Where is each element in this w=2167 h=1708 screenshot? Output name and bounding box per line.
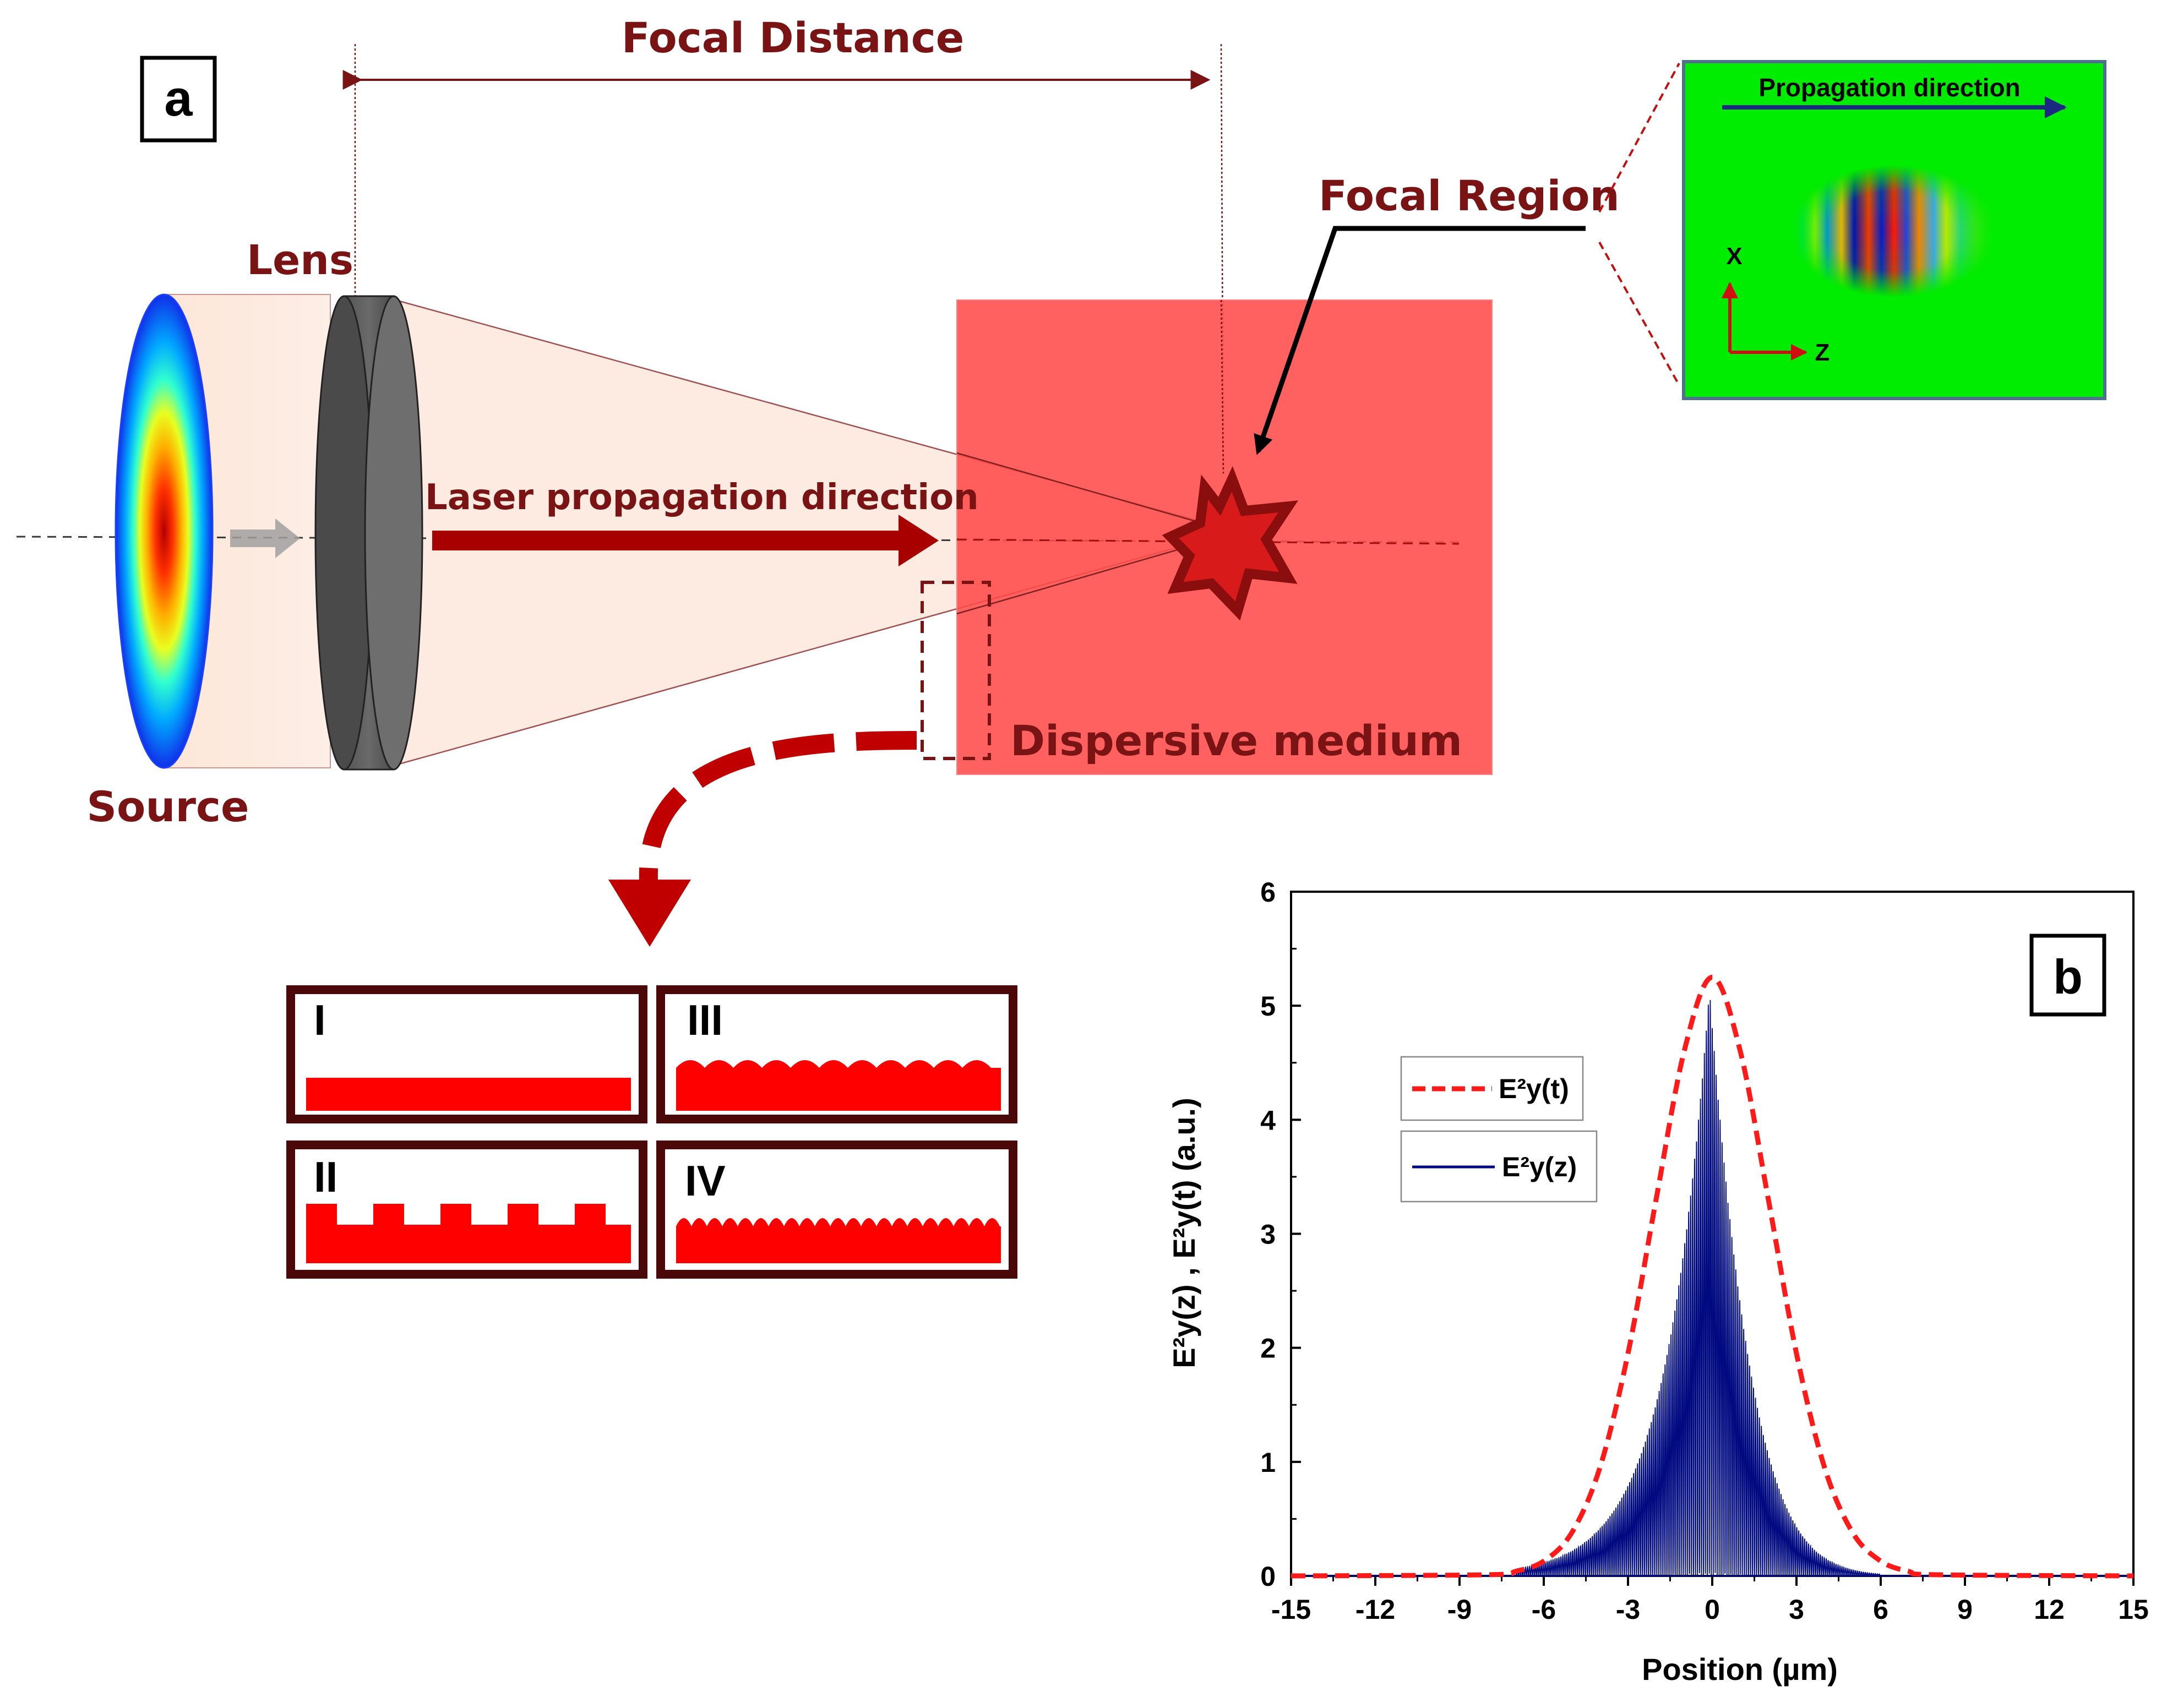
x-tick-label: -12 [1355,1594,1395,1625]
source-label: Source [86,782,249,831]
series-group [1291,974,2134,1579]
surface-panel-i: I [286,985,647,1123]
panel-a-label: a [164,70,193,127]
legend-label-z: E²y(z) [1502,1152,1577,1182]
inset-x-label: X [1726,243,1742,270]
surface-panel-iv-label: IV [685,1156,726,1205]
inset-connector-top [1598,63,1680,212]
surface-panel-iii-label: III [687,996,723,1044]
series-e2y-z-line [1515,1000,1881,1578]
x-ticks: -15 -12 -9 -6 -3 0 3 6 9 12 15 [1271,1576,2149,1625]
panel-a-label-box [140,56,217,143]
legend-label-t: E²y(t) [1499,1073,1569,1104]
y-ticks: 0 1 2 3 4 5 6 [1260,877,1301,1592]
lens [314,295,423,771]
source-arrow [230,519,300,558]
laser-direction-label: Laser propagation direction [425,477,979,518]
panel-a: a Focal Distance Source Lens Dispersive … [16,13,2106,1279]
x-tick-label: 9 [1957,1594,1973,1625]
lens-label: Lens [247,237,353,284]
x-tick-label: 3 [1789,1594,1804,1625]
y-tick-label: 5 [1260,991,1276,1022]
x-tick-label: 0 [1705,1594,1720,1625]
inset-z-label: Z [1815,339,1830,366]
dispersive-medium-label: Dispersive medium [1010,716,1462,765]
inset-propagation-label: Propagation direction [1758,73,2020,102]
y-tick-label: 3 [1260,1219,1276,1250]
y-tick-label: 0 [1260,1561,1276,1592]
cone-top-edge [956,452,1237,534]
y-axis-label: E²y(z) , E²y(t) (a.u.) [1167,1098,1201,1368]
x-tick-label: 6 [1873,1594,1888,1625]
focal-distance-label: Focal Distance [622,13,965,62]
y-tick-label: 6 [1260,877,1276,908]
surface-panel-ii-label: II [314,1153,337,1201]
y-tick-label: 1 [1260,1447,1276,1478]
inset-connector-bottom [1598,242,1680,386]
surface-panel-iii: III [656,985,1017,1123]
zoom-curved-arrow [639,731,917,881]
x-tick-label: -15 [1271,1594,1311,1625]
surface-panel-ii: II [286,1141,647,1279]
laser-propagation-arrowhead [899,515,939,566]
focal-region-label: Focal Region [1319,171,1620,220]
panel-b-label-box [2029,934,2106,1017]
source-ellipse [115,293,214,769]
y-tick-label: 4 [1260,1105,1276,1136]
panel-b-label: b [2053,950,2083,1004]
legend: E²y(t) E²y(z) [1400,1056,1598,1203]
surface-panel-iv: IV [656,1141,1017,1279]
focal-region-star [1162,466,1299,621]
inset-field-plot: Propagation direction X Z [1682,60,2106,400]
y-tick-label: 2 [1260,1333,1276,1364]
x-tick-label: -3 [1616,1594,1640,1625]
x-tick-label: -6 [1532,1594,1556,1625]
x-tick-label: 15 [2118,1594,2149,1625]
x-axis-label: Position (µm) [1642,1652,1838,1687]
zoom-region-box [921,581,991,760]
x-tick-label: 12 [2034,1594,2065,1625]
zoom-arrowhead [608,880,691,947]
focal-region-pointer [1254,226,1586,455]
surface-panel-i-label: I [314,996,326,1044]
x-tick-label: -9 [1447,1594,1472,1625]
